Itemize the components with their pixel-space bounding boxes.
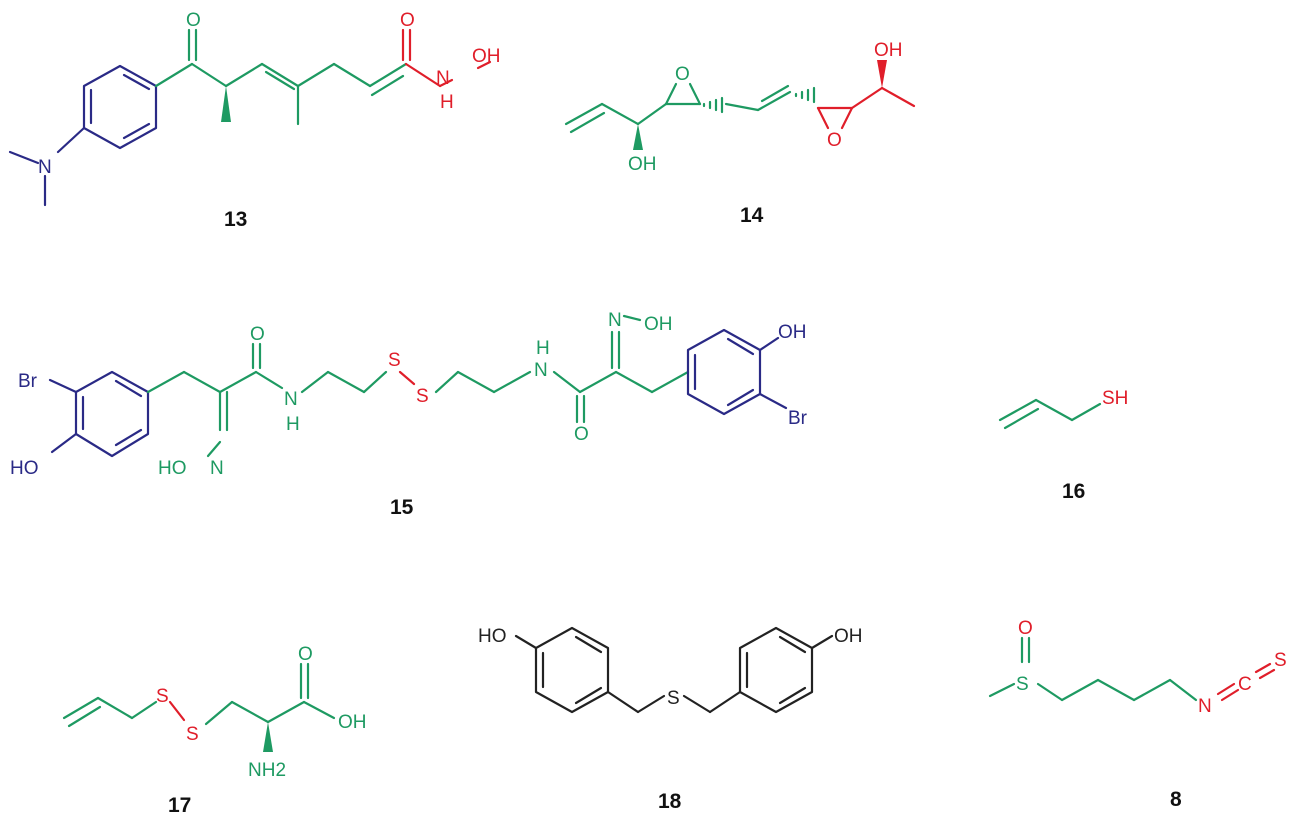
compound-number: 14 [740,204,764,227]
compound-number: 13 [224,208,247,231]
atom-label: O [186,10,201,31]
atom-label: OH [338,712,367,733]
atom-label: O [298,644,313,665]
atom-label: O [574,424,589,445]
atom-label: H [536,338,550,359]
atom-label: OH [472,46,501,67]
atom-label: O [675,64,690,85]
atom-label: NH2 [248,760,286,781]
benzene-ring [82,64,158,150]
atom-label: O [1018,618,1033,639]
atom-label: C [1238,674,1252,695]
compound-8: O S N C S 8 [988,618,1287,811]
atom-label: HO [478,626,507,647]
atom-label: Br [18,371,38,392]
atom-label: O [827,130,842,151]
compound-14: O OH OH O 14 [564,40,916,227]
atom-label: N [608,310,622,331]
atom-label: N [436,68,450,89]
atom-label: N [1198,696,1212,717]
atom-label: O [400,10,415,31]
compound-number: 8 [1170,788,1182,811]
compound-number: 18 [658,790,682,813]
compound-18: HO S OH 18 [478,626,863,813]
atom-label: O [250,324,265,345]
atom-label: S [156,686,169,707]
atom-label: Br [788,408,808,429]
atom-label: OH [644,314,673,335]
atom-label: S [416,386,429,407]
atom-label: N [38,157,52,178]
atom-label: HO [10,458,39,479]
atom-label: S [388,350,401,371]
atom-label: S [1016,674,1029,695]
atom-label: SH [1102,388,1128,409]
atom-label: N [284,389,298,410]
atom-label: N [534,360,548,381]
compound-number: 17 [168,794,191,817]
compound-number: 16 [1062,480,1085,503]
atom-label: N [210,458,224,479]
atom-label: S [186,724,199,745]
atom-label: H [286,414,300,435]
atom-label: H [440,92,454,113]
compound-13: O N O H OH N 13 [8,10,501,231]
compound-16: SH 16 [998,388,1128,503]
atom-label: OH [628,154,657,175]
compound-15: Br HO O N H HO N S S N H O N OH OH Br 15 [10,310,808,519]
atom-label: HO [158,458,187,479]
atom-label: OH [778,322,807,343]
atom-label: OH [874,40,903,61]
atom-label: S [667,688,680,709]
atom-label: OH [834,626,863,647]
compound-17: S S O OH NH2 17 [62,644,367,817]
atom-label: S [1274,650,1287,671]
compound-number: 15 [390,496,414,519]
